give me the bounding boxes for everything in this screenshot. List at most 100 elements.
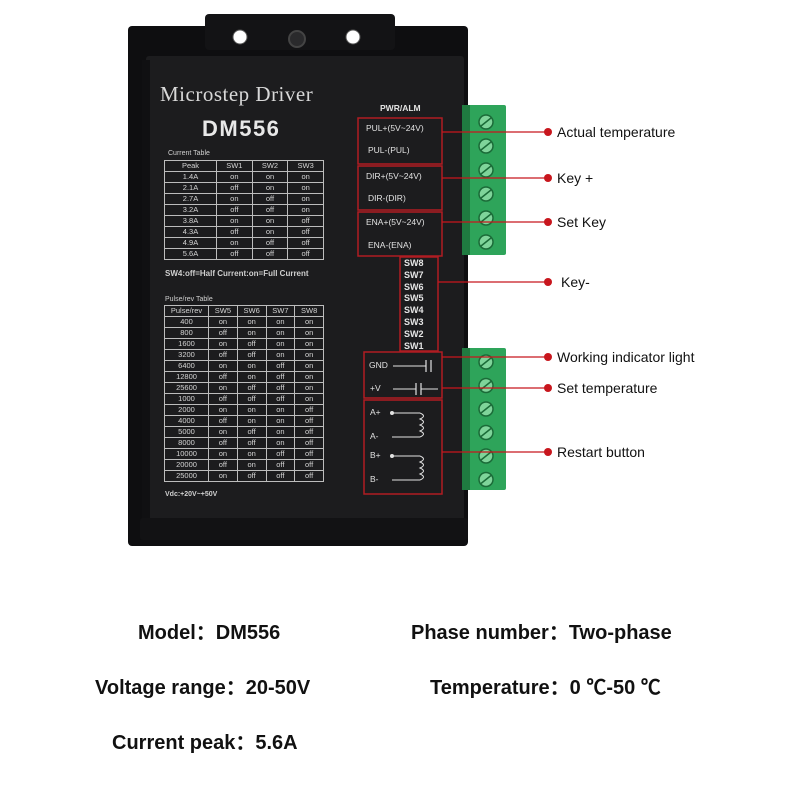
pulse-table-cell: off: [294, 459, 324, 471]
current-table-cell: on: [251, 215, 289, 227]
current-table-caption: Current Table: [168, 150, 210, 157]
pulse-table-cell: 1600: [164, 338, 209, 350]
pul-minus-label: PUL-(PUL): [368, 145, 410, 155]
pulse-table-cell: off: [265, 393, 296, 405]
housing-side-edge: [142, 60, 150, 524]
pulse-table-header-cell: Pulse/rev: [164, 305, 209, 317]
pulse-table-cell: on: [265, 349, 296, 361]
leader-dot: [544, 174, 552, 182]
pulse-table-cell: off: [265, 371, 296, 383]
pulse-table-cell: off: [294, 437, 324, 449]
spec-current: Current peak：5.6A: [112, 732, 298, 754]
terminal-screw-slot: [480, 357, 492, 367]
pulse-table-cell: off: [236, 426, 267, 438]
pulse-table-cell: on: [236, 360, 267, 372]
pulse-table-cell: on: [294, 327, 324, 339]
pulse-table-cell: on: [265, 316, 296, 328]
pulse-table-cell: on: [236, 459, 267, 471]
leader-dot: [544, 218, 552, 226]
pulse-table-cell: 8000: [164, 437, 209, 449]
callout-set-temperature: Set temperature: [557, 380, 658, 396]
pulse-table-cell: off: [294, 404, 324, 416]
pulse-table-cell: on: [208, 470, 238, 482]
pulse-table-cell: 3200: [164, 349, 209, 361]
spec-model: Model：DM556: [138, 622, 281, 644]
current-table-cell: on: [251, 226, 289, 238]
current-table-header-cell: SW1: [216, 160, 253, 172]
vdc-label: Vdc:+20V~+50V: [165, 491, 218, 498]
a-minus-label: A-: [370, 431, 379, 441]
pulse-table-cell: on: [294, 393, 324, 405]
dir-plus-label: DIR+(5V~24V): [366, 171, 422, 181]
ena-plus-label: ENA+(5V~24V): [366, 217, 425, 227]
current-table-note: SW4:off=Half Current:on=Full Current: [165, 269, 309, 278]
pulse-table-cell: on: [208, 382, 238, 394]
current-table-cell: on: [216, 193, 253, 205]
current-table-cell: on: [287, 171, 324, 183]
pulse-table-cell: 6400: [164, 360, 209, 372]
housing-bottom-rail: [140, 518, 468, 540]
dip-switch-label: SW4: [404, 305, 424, 316]
leader-dot: [544, 278, 552, 286]
pulse-table-cell: on: [265, 437, 296, 449]
current-table-cell: off: [216, 226, 253, 238]
dip-switch-label: SW3: [404, 317, 424, 327]
terminal-screw-slot: [480, 165, 492, 175]
pulse-table-cell: off: [265, 448, 296, 460]
pulse-table-cell: off: [208, 371, 238, 383]
pulse-table-cell: on: [294, 371, 324, 383]
current-table-cell: 5.6A: [164, 248, 217, 260]
dir-minus-label: DIR-(DIR): [368, 193, 406, 203]
pulse-table-header-cell: SW8: [294, 305, 324, 317]
pulse-table-cell: on: [294, 316, 324, 328]
pulse-table-header-cell: SW5: [208, 305, 238, 317]
pulse-table-cell: off: [294, 426, 324, 438]
terminal-screw-slot: [480, 451, 492, 461]
current-table-cell: off: [216, 248, 253, 260]
pulse-table-cell: on: [236, 327, 267, 339]
device-model: DM556: [202, 116, 281, 141]
pulse-table-cell: off: [294, 470, 324, 482]
pulse-table-cell: on: [236, 316, 267, 328]
current-table-header-cell: SW3: [287, 160, 324, 172]
current-table-header-cell: Peak: [164, 160, 217, 172]
terminal-screw-slot: [480, 189, 492, 199]
current-table-cell: off: [251, 193, 289, 205]
leader-dot: [544, 128, 552, 136]
pulse-table-cell: on: [208, 338, 238, 350]
current-table-cell: 3.8A: [164, 215, 217, 227]
pulse-table-cell: 12800: [164, 371, 209, 383]
box-switches: [399, 256, 439, 352]
current-table-cell: off: [216, 182, 253, 194]
pulse-table-cell: off: [265, 382, 296, 394]
pulse-table-cell: off: [208, 349, 238, 361]
current-table-header-cell: SW2: [251, 160, 289, 172]
pulse-table-cell: on: [294, 349, 324, 361]
current-table-cell: off: [251, 204, 289, 216]
terminal-screw-slot: [480, 427, 492, 438]
pulse-table-cell: off: [236, 338, 267, 350]
callout-actual-temperature: Actual temperature: [557, 124, 676, 140]
pulse-table-cell: on: [236, 371, 267, 383]
current-table-cell: on: [287, 204, 324, 216]
spec-voltage: Voltage range：20-50V: [95, 677, 311, 699]
terminal-screw-slot: [480, 474, 492, 485]
pulse-table-cell: on: [294, 382, 324, 394]
leader-dot: [544, 384, 552, 392]
current-table-cell: on: [216, 237, 253, 249]
pwr-alm-label: PWR/ALM: [380, 103, 421, 113]
current-table-cell: 2.1A: [164, 182, 217, 194]
